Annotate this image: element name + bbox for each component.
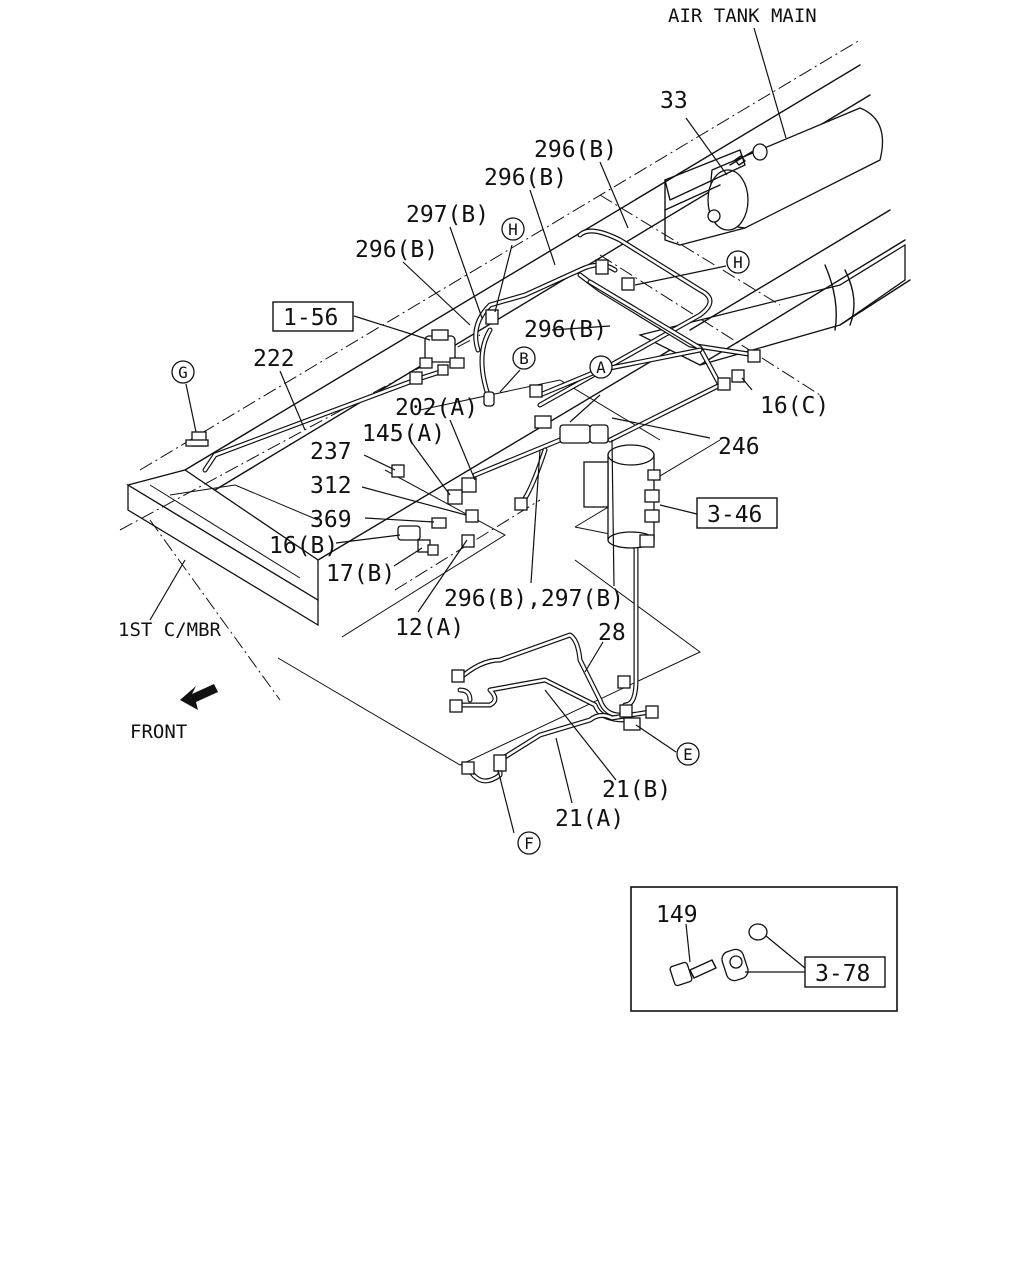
label-149: 149 [656,902,698,928]
callout-circle-g [171,360,195,384]
label-21b: 21(B) [602,777,671,803]
ref-box-3-78 [804,956,886,988]
callout-h2: H [733,253,743,272]
bolt-149 [669,959,717,987]
callout-circle-e [676,742,700,766]
callout-circle-a [589,355,613,379]
label-237: 237 [310,439,352,465]
callout-b: B [519,349,529,368]
callout-a: A [596,358,606,377]
label-296b-2: 296(B) [484,165,567,191]
left-frame-rail [126,64,871,627]
label-16b: 16(B) [269,533,338,559]
label-28: 28 [598,620,626,646]
label-front: FRONT [130,721,187,743]
relay-valve [534,415,609,444]
label-296b-4: 296(B) [524,317,607,343]
air-tank-main [664,107,884,246]
callout-f: F [524,834,534,853]
small-fittings [185,259,761,775]
label-296b-1: 296(B) [534,137,617,163]
right-frame-rail [638,209,911,366]
ref-box-1-56 [272,301,354,332]
label-145a: 145(A) [362,421,445,447]
callout-circle-b [512,346,536,370]
callout-g: G [178,363,188,382]
label-202a: 202(A) [395,395,478,421]
label-33: 33 [660,88,688,114]
label-air-tank-main: AIR TANK MAIN [668,5,817,27]
front-arrow-icon [180,684,218,710]
label-17b: 17(B) [326,561,395,587]
label-16c: 16(C) [760,393,829,419]
callout-circle-h2 [726,250,750,274]
brake-pipes [202,228,758,784]
label-297b: 297(B) [406,202,489,228]
callout-circle-h1 [501,217,525,241]
label-ref-1-56: 1-56 [283,305,338,331]
label-296b-297b: 296(B),297(B) [444,586,624,612]
label-312: 312 [310,473,352,499]
detail-inset [630,886,898,1012]
label-1st-cmbr: 1ST C/MBR [118,619,222,641]
label-222: 222 [253,346,295,372]
leader-lines [149,27,787,834]
callout-e: E [683,745,693,764]
label-ref-3-46: 3-46 [707,502,762,528]
label-369: 369 [310,507,352,533]
clip-bracket [721,923,768,982]
valve-1-56 [419,329,465,369]
ref-box-3-46 [696,497,778,529]
label-246: 246 [718,434,760,460]
label-ref-3-78: 3-78 [815,961,870,987]
air-dryer-3-46 [583,444,661,549]
callout-h1: H [508,220,518,239]
callout-circle-f [517,831,541,855]
label-21a: 21(A) [555,806,624,832]
label-296b-3: 296(B) [355,237,438,263]
label-12a: 12(A) [395,615,464,641]
